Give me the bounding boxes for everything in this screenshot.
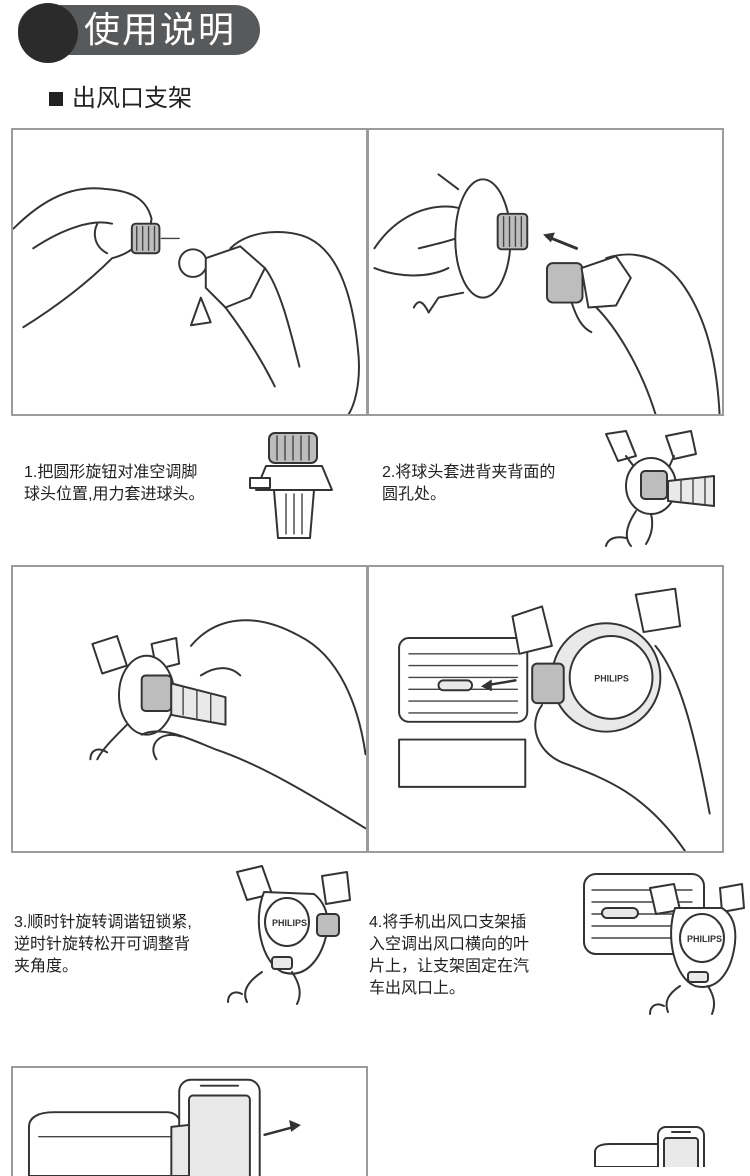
brand-label: PHILIPS — [594, 673, 629, 683]
insert-vent-illustration: PHILIPS — [398, 587, 711, 851]
illustration-panel-5 — [11, 1066, 368, 1176]
illustration-panel-1 — [11, 128, 368, 416]
step-3-text: 3.顺时针旋转调谐钮锁紧, 逆时针旋转松开可调整背 夹角度。 — [14, 914, 192, 975]
section-bullet-icon — [49, 92, 63, 106]
illustration-panel-3 — [11, 565, 368, 853]
brand-label-thumb-4: PHILIPS — [687, 934, 722, 944]
page-title: 使用说明 — [84, 9, 237, 50]
back-clip-thumbnail — [605, 430, 715, 547]
rotate-knob-illustration — [89, 619, 366, 830]
phone-mounted-partial-thumbnail — [594, 1126, 705, 1167]
hands-insert-clip-illustration — [373, 173, 721, 414]
step-4-text: 4.将手机出风口支架插 入空调出风口横向的叶 片上，让支架固定在汽 车出风口上。 — [369, 914, 530, 997]
illustration-panel-4: PHILIPS — [367, 565, 724, 853]
step-2-text: 2.将球头套进背夹背面的 圆孔处。 — [382, 464, 556, 503]
ball-head-knob-thumbnail — [249, 432, 333, 539]
brand-label-thumb-3: PHILIPS — [272, 918, 307, 928]
phone-holder-thumbnail: PHILIPS — [227, 865, 351, 1005]
step-1-text: 1.把圆形旋钮对准空调脚 球头位置,用力套进球头。 — [24, 464, 205, 503]
section-title: 出风口支架 — [72, 85, 192, 112]
mounted-vent-thumbnail: PHILIPS — [583, 873, 745, 1015]
mount-phone-illustration — [27, 1078, 301, 1176]
hands-attach-knob-illustration — [13, 187, 360, 414]
illustration-panel-2 — [367, 128, 724, 416]
header-circle-decoration — [18, 3, 78, 63]
